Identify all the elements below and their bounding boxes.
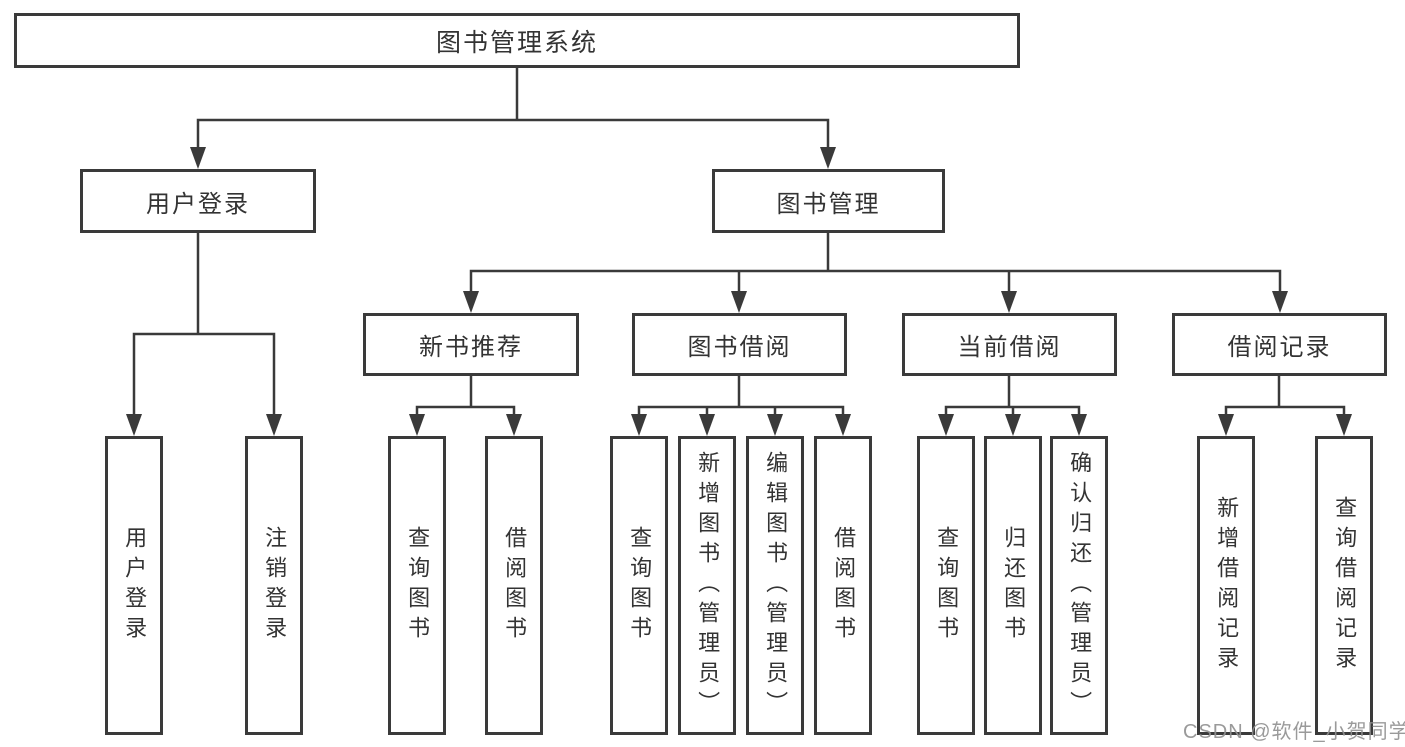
arrow-icon xyxy=(1336,414,1352,436)
leaf-confirm-return-admin: 确认归还（管理员） xyxy=(1050,436,1108,735)
node-book-management-label: 图书管理 xyxy=(776,190,881,218)
leaf-logout-label: 注销登录 xyxy=(262,525,288,646)
leaf-borrow-books-recommend: 借阅图书 xyxy=(485,436,543,735)
csdn-watermark: CSDN @软件_小贺同学 xyxy=(1183,721,1405,743)
node-current-borrow-label: 当前借阅 xyxy=(957,334,1062,361)
leaf-borrow-books: 借阅图书 xyxy=(814,436,872,735)
arrow-icon xyxy=(631,414,647,436)
arrow-icon xyxy=(699,414,715,436)
arrow-icon xyxy=(835,414,851,436)
leaf-user-login-label: 用户登录 xyxy=(122,525,148,646)
leaf-add-borrow-record: 新增借阅记录 xyxy=(1197,436,1255,735)
node-book-management: 图书管理 xyxy=(712,169,945,233)
node-new-book-recommend: 新书推荐 xyxy=(363,313,579,376)
connector-book-borrow xyxy=(637,374,845,416)
connector-current-borrow xyxy=(944,374,1081,416)
connector-book-management xyxy=(469,231,1282,293)
arrow-icon xyxy=(1272,291,1288,313)
leaf-query-borrow-record-label: 查询借阅记录 xyxy=(1332,495,1358,676)
leaf-add-borrow-record-label: 新增借阅记录 xyxy=(1214,495,1240,676)
arrow-icon xyxy=(463,291,479,313)
leaf-query-books-borrow: 查询图书 xyxy=(610,436,668,735)
connector-new-book-recommend xyxy=(415,374,516,416)
arrow-icon xyxy=(506,414,522,436)
leaf-query-books-current-label: 查询图书 xyxy=(934,525,960,646)
leaf-borrow-books-recommend-label: 借阅图书 xyxy=(502,525,528,646)
leaf-query-books-borrow-label: 查询图书 xyxy=(627,525,653,646)
arrow-icon xyxy=(409,414,425,436)
node-root: 图书管理系统 xyxy=(14,13,1020,68)
node-current-borrow: 当前借阅 xyxy=(902,313,1117,376)
node-user-login: 用户登录 xyxy=(80,169,316,233)
arrow-icon xyxy=(767,414,783,436)
arrow-icon xyxy=(1001,291,1017,313)
leaf-add-book-admin: 新增图书（管理员） xyxy=(678,436,736,735)
leaf-query-books-recommend-label: 查询图书 xyxy=(405,525,431,646)
node-user-login-label: 用户登录 xyxy=(146,190,250,218)
leaf-confirm-return-admin-label: 确认归还（管理员） xyxy=(1067,450,1093,721)
leaf-query-books-recommend: 查询图书 xyxy=(388,436,446,735)
node-borrow-records-label: 借阅记录 xyxy=(1227,334,1332,361)
arrow-icon xyxy=(266,414,282,436)
leaf-add-book-admin-label: 新增图书（管理员） xyxy=(695,450,721,721)
arrowheads xyxy=(126,147,1352,436)
arrow-icon xyxy=(731,291,747,313)
leaf-logout: 注销登录 xyxy=(245,436,303,735)
leaf-user-login: 用户登录 xyxy=(105,436,163,735)
leaf-edit-book-admin-label: 编辑图书（管理员） xyxy=(763,450,789,721)
arrow-icon xyxy=(126,414,142,436)
arrow-icon xyxy=(1218,414,1234,436)
node-root-label: 图书管理系统 xyxy=(435,28,598,57)
leaf-return-book: 归还图书 xyxy=(984,436,1042,735)
node-new-book-recommend-label: 新书推荐 xyxy=(419,334,523,361)
arrow-icon xyxy=(1005,414,1021,436)
leaf-edit-book-admin: 编辑图书（管理员） xyxy=(746,436,804,735)
connector-borrow-records xyxy=(1224,374,1346,416)
leaf-query-borrow-record: 查询借阅记录 xyxy=(1315,436,1373,735)
leaf-query-books-current: 查询图书 xyxy=(917,436,975,735)
node-borrow-records: 借阅记录 xyxy=(1172,313,1387,376)
node-book-borrow: 图书借阅 xyxy=(632,313,847,376)
node-book-borrow-label: 图书借阅 xyxy=(687,334,792,361)
leaf-return-book-label: 归还图书 xyxy=(1001,525,1027,646)
connector-user-login xyxy=(132,231,276,416)
arrow-icon xyxy=(1071,414,1087,436)
leaf-borrow-books-label: 借阅图书 xyxy=(831,525,857,646)
arrow-icon xyxy=(938,414,954,436)
connector-root xyxy=(196,66,830,149)
arrow-icon xyxy=(820,147,836,169)
arrow-icon xyxy=(190,147,206,169)
